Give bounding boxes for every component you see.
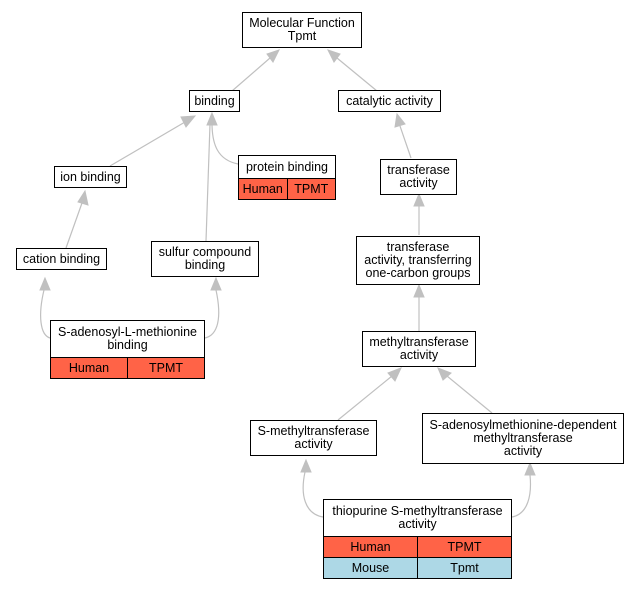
node-sam-binding-line2: binding xyxy=(107,338,148,352)
node-one-carbon-line1: transferase xyxy=(386,240,450,254)
arrowhead-catalytic xyxy=(394,112,406,128)
node-s-methyltransferase-activity[interactable]: S-methyltransferase activity xyxy=(250,420,377,456)
gene-row-mouse: Mouse Tpmt xyxy=(324,557,511,578)
gene-row-human: Human TPMT xyxy=(239,178,335,199)
node-transferase-activity-line2: activity xyxy=(399,176,438,190)
node-root[interactable]: Molecular Function Tpmt xyxy=(242,12,362,48)
edge-sam-binding-to-sulfur xyxy=(204,289,220,339)
node-sam-dependent-line2: methyltransferase xyxy=(473,431,573,445)
species-cell: Human xyxy=(242,181,283,196)
node-methyltransferase-activity[interactable]: methyltransferase activity xyxy=(362,331,476,367)
edge-transferase-to-catalytic xyxy=(399,125,412,159)
edge-thiopurine-to-s-methyl xyxy=(302,471,324,518)
arrowhead-transferase xyxy=(413,192,425,207)
node-sam-dependent-line1: S-adenosylmethionine-dependent xyxy=(429,418,617,432)
species-cell: Human xyxy=(350,539,391,554)
arrowhead-methyltransferase-right xyxy=(437,367,452,381)
node-sam-binding-line1: S-adenosyl-L-methionine xyxy=(58,325,197,339)
node-transferase-activity-line1: transferase xyxy=(387,163,450,177)
arrowhead-methyltransferase-left xyxy=(387,367,402,382)
node-sulfur-compound-binding[interactable]: sulfur compound binding xyxy=(151,241,259,277)
species-cell: Human xyxy=(68,360,110,375)
node-cation-binding[interactable]: cation binding xyxy=(16,248,107,270)
edge-protein-binding-to-binding xyxy=(211,122,239,165)
node-root-line2: Tpmt xyxy=(287,29,317,43)
node-sam-dependent-methyltransferase[interactable]: S-adenosylmethionine-dependent methyltra… xyxy=(422,413,624,464)
arrowhead-root-left xyxy=(266,49,280,63)
node-thiopurine-s-methyltransferase[interactable]: thiopurine S-methyltransferase activity … xyxy=(323,499,512,579)
arrowhead-binding-left xyxy=(180,115,197,128)
node-methyltransferase-line1: methyltransferase xyxy=(369,335,469,349)
arrowhead-sam-dependent xyxy=(524,461,536,476)
species-cell: Mouse xyxy=(351,560,390,575)
arrowhead-root-right xyxy=(327,49,341,63)
node-protein-binding[interactable]: protein binding Human TPMT xyxy=(238,155,336,200)
node-one-carbon-line2: activity, transferring xyxy=(364,253,472,267)
edge-catalytic-to-root xyxy=(336,57,378,92)
node-s-methyl-line1: S-methyltransferase xyxy=(257,424,370,438)
node-sulfur-line2: binding xyxy=(184,258,226,272)
edge-ion-binding-to-binding xyxy=(109,121,186,167)
node-ion-binding[interactable]: ion binding xyxy=(54,166,127,188)
gene-row-human: Human TPMT xyxy=(324,536,511,557)
node-binding[interactable]: binding xyxy=(189,90,240,112)
node-binding-label: binding xyxy=(194,93,235,108)
arrowhead-binding-mid xyxy=(206,111,218,126)
edge-sam-dependent-to-methyltransferase xyxy=(446,375,493,414)
node-s-methyl-line2: activity xyxy=(294,437,333,451)
node-catalytic-activity-label: catalytic activity xyxy=(346,93,433,108)
gene-row-human: Human TPMT xyxy=(51,357,204,378)
node-transferase-activity[interactable]: transferase activity xyxy=(380,159,457,195)
arrowhead-sulfur xyxy=(210,276,222,291)
arrowhead-cation xyxy=(39,276,51,291)
node-thiopurine-line1: thiopurine S-methyltransferase xyxy=(332,504,503,518)
node-root-line1: Molecular Function xyxy=(249,16,355,30)
gene-cell: TPMT xyxy=(286,179,336,199)
node-thiopurine-line2: activity xyxy=(398,517,437,531)
gene-cell: Tpmt xyxy=(417,558,511,578)
gene-cell: TPMT xyxy=(127,358,204,378)
edge-s-methyl-to-methyltransferase xyxy=(337,375,393,421)
arrowhead-s-methyl xyxy=(300,458,312,473)
node-ion-binding-label: ion binding xyxy=(60,169,121,184)
edge-sulfur-to-binding xyxy=(205,123,211,242)
arrowhead-one-carbon xyxy=(413,283,425,298)
node-sam-binding[interactable]: S-adenosyl-L-methionine binding Human TP… xyxy=(50,320,205,379)
arrowhead-ion-binding xyxy=(77,189,89,206)
edge-sam-binding-to-cation xyxy=(40,289,51,339)
node-one-carbon-line3: one-carbon groups xyxy=(365,266,471,280)
node-cation-binding-label: cation binding xyxy=(22,251,101,266)
node-sam-dependent-line3: activity xyxy=(503,444,543,458)
edge-cation-to-ion xyxy=(65,202,83,249)
node-sulfur-line1: sulfur compound xyxy=(158,245,252,259)
node-catalytic-activity[interactable]: catalytic activity xyxy=(338,90,441,112)
edge-thiopurine-to-sam-dependent xyxy=(511,474,532,518)
edge-binding-to-root xyxy=(231,57,271,92)
node-protein-binding-label: protein binding xyxy=(245,159,328,174)
gene-cell: TPMT xyxy=(417,537,511,557)
node-methyltransferase-line2: activity xyxy=(399,348,439,362)
node-transferase-one-carbon[interactable]: transferase activity, transferring one-c… xyxy=(356,236,480,285)
